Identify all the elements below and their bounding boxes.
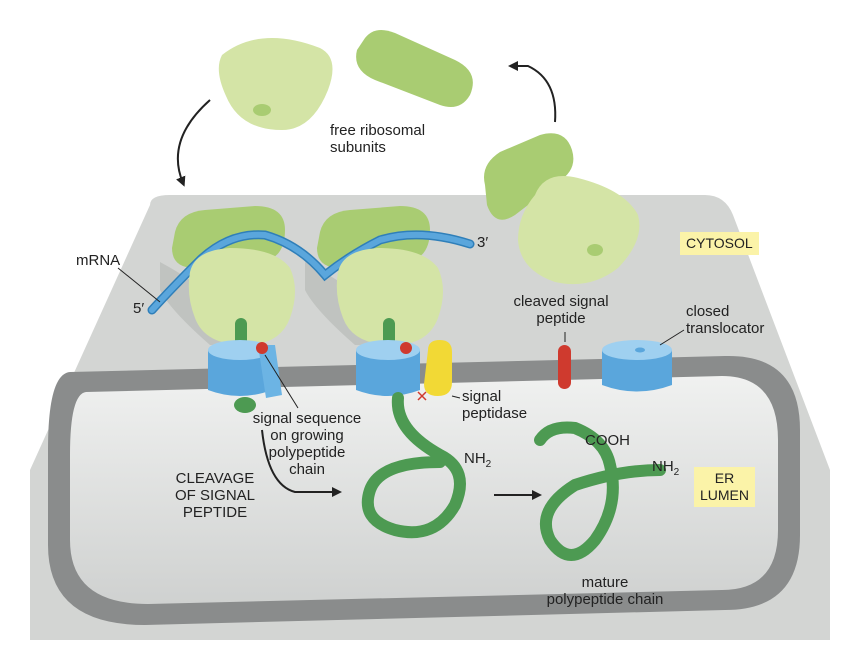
label-three-prime: 3′ [477, 234, 489, 251]
detaching-subunit-pore [587, 244, 603, 256]
leader-peptidase [451, 395, 461, 399]
mature-polypeptide-chain [534, 421, 666, 561]
cleavage-arrow [261, 429, 342, 497]
leader-signal-sequence [264, 354, 299, 409]
free-large-subunit [356, 29, 473, 108]
chain-tip-left [234, 397, 256, 413]
bound-small-subunit-left [188, 248, 295, 345]
er-lumen-region [70, 376, 778, 604]
translocator-left [208, 340, 282, 398]
leader-translocator [659, 329, 685, 346]
subunit-pore [253, 104, 271, 116]
leader-mrna [117, 267, 161, 303]
free-small-subunit [218, 38, 333, 130]
detaching-large-subunit [484, 133, 574, 220]
bound-small-subunit-right [336, 248, 443, 345]
closed-translocator-shape [602, 340, 672, 392]
label-cooh: COOH [585, 432, 630, 449]
cycle-arrow-left [176, 99, 211, 187]
growing-polypeptide-chain [361, 392, 466, 539]
label-five-prime: 5′ [133, 300, 145, 317]
detaching-small-subunit [518, 176, 640, 285]
label-nh2-first: NH2 [464, 450, 492, 470]
cleavage-mark [417, 391, 427, 401]
label-mrna: mRNA [76, 252, 121, 269]
cleaved-peptide-shape [558, 345, 571, 389]
signal-sequence-left [256, 342, 268, 354]
signal-peptidase-shape [424, 340, 452, 396]
label-cytosol: CYTOSOL [680, 232, 759, 255]
label-nh2-second: NH2 [652, 458, 680, 478]
signal-sequence-middle [400, 342, 412, 354]
cycle-arrow-right [508, 61, 557, 123]
